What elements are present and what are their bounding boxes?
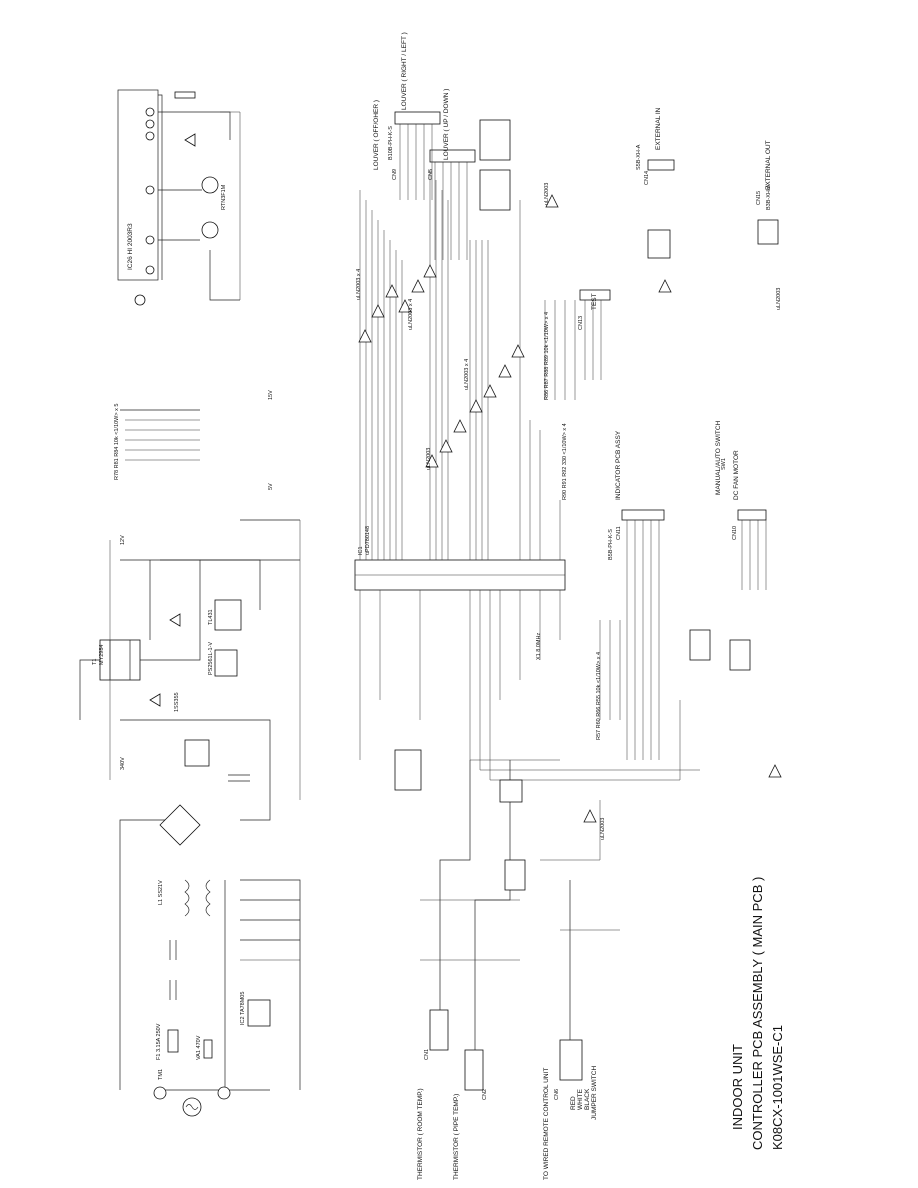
io-connectors xyxy=(579,159,779,760)
terminal-l xyxy=(217,1086,231,1100)
label-rbank3: R86 R87 R88 R89 10k <1/10W> x 4 xyxy=(544,312,550,400)
label-cn6: CN6 xyxy=(554,1089,560,1100)
sensor-inputs xyxy=(394,749,620,1091)
label-rbank4: R90 R91 R92 330 <1/10W> x 4 xyxy=(562,423,568,500)
label-wire-red: RED xyxy=(570,1096,577,1110)
label-cn11: CN11 xyxy=(616,526,622,540)
label-cn-b3b: B3B-XH-A xyxy=(766,184,772,210)
label-rbank1: R78 R81 R84 10k <1/10W> x 5 xyxy=(114,404,120,480)
x-capacitors xyxy=(169,940,177,1000)
switching-ic xyxy=(184,739,210,767)
label-tl431: TL431 xyxy=(208,609,214,625)
label-rtn: RTN3F1M xyxy=(221,184,227,210)
label-x1: X1 8.0MHz xyxy=(536,633,542,660)
label-jumper: JUMPER SWITCH xyxy=(591,1066,598,1120)
mcu-bus-lines xyxy=(359,170,700,781)
label-thermistor-room: THERMISTOR ( ROOM TEMP.) xyxy=(417,1088,424,1180)
ic-ha17903 xyxy=(504,859,526,891)
uln2003-drivers xyxy=(358,194,782,823)
connector-cn2 xyxy=(464,1049,484,1091)
label-manual-auto: MANUAL/AUTO SWITCH xyxy=(715,420,722,495)
eeprom-ic6 xyxy=(394,749,422,791)
label-tm1: TM1 xyxy=(158,1069,164,1080)
label-ps2561: PS2561L-1-V xyxy=(208,642,214,675)
optocoupler-ic17 xyxy=(689,629,711,661)
label-indicator: INDICATOR PCB ASSY xyxy=(615,430,622,500)
ic-5 xyxy=(499,779,523,803)
label-uln-g: uLN2003 xyxy=(600,818,606,840)
label-cn-b5b: B5B-PH-K-S xyxy=(608,529,614,560)
transformer-t1 xyxy=(99,639,141,681)
optocoupler-ic18 xyxy=(729,639,751,671)
label-l1: L1 SS21V xyxy=(158,880,164,905)
label-uln-a: uLN2003 x 4 xyxy=(356,269,362,300)
title-line-2: CONTROLLER PCB ASSEMBLY ( MAIN PCB ) xyxy=(750,876,765,1150)
label-v12: 12V xyxy=(120,535,126,545)
title-block: INDOOR UNIT CONTROLLER PCB ASSEMBLY ( MA… xyxy=(702,877,812,1160)
label-ic1-part: uPD780148 xyxy=(365,526,371,555)
label-cn14: CN14 xyxy=(644,171,650,185)
label-cn2: CN2 xyxy=(482,1089,488,1100)
label-wire-white: WHITE xyxy=(577,1088,584,1110)
label-f1: F1 3.15A 250V xyxy=(156,1023,162,1060)
label-cn5: CN5 xyxy=(428,169,434,180)
resistor-banks xyxy=(120,300,621,720)
optocoupler-ic15 xyxy=(214,649,238,677)
label-cn13: CN13 xyxy=(578,316,584,330)
label-louver-ud: LOUVER ( UP / DOWN ) xyxy=(443,89,450,160)
label-uln-d: uLN2003 xyxy=(426,448,432,470)
mcu-ic1 xyxy=(354,559,566,591)
label-wire-black: BLACK xyxy=(584,1088,591,1110)
label-louver-rl: LOUVER ( RIGHT / LEFT ) xyxy=(401,32,408,110)
label-cn10: CN10 xyxy=(732,526,738,540)
connector-cn1 xyxy=(429,1009,449,1051)
louver-connectors xyxy=(394,111,511,260)
label-cn15: CN15 xyxy=(756,191,762,205)
label-test: TEST xyxy=(591,293,598,310)
label-ic1: IC1 xyxy=(358,546,364,555)
buzzer-driver-block xyxy=(117,89,241,306)
tm2-terminal xyxy=(134,294,146,306)
label-louver-oh: LOUVER ( OFF/OHER ) xyxy=(373,100,380,170)
ic-tl431 xyxy=(214,599,242,631)
label-t1-part: MY2984 xyxy=(99,645,105,666)
label-cn1: CN1 xyxy=(424,1049,430,1060)
label-cn-s5b: S5B-XH-A xyxy=(636,144,642,170)
label-va1: VA1 470V xyxy=(196,1035,202,1060)
power-supply-section xyxy=(79,519,301,1117)
label-cn9: CN9 xyxy=(392,169,398,180)
connector-cn6 xyxy=(559,1039,583,1081)
section-labels: LOUVER ( OFF/OHER ) LOUVER ( RIGHT / LEF… xyxy=(373,32,772,1180)
label-v340: 340V xyxy=(120,757,126,770)
component-labels: IC1 uPD780148 IC26 HI 2003R3 T1 MY2984 L… xyxy=(92,126,782,1100)
label-uln-f: uLN2003 xyxy=(776,288,782,310)
label-v5a: 5V xyxy=(268,483,274,490)
label-rbank2: R57 R60 R66 R55 10k <1/10W> x 4 xyxy=(596,652,602,740)
label-dc-fan: DC FAN MOTOR xyxy=(733,450,740,500)
label-uln-c: uLN2003 x 4 xyxy=(464,359,470,390)
label-sw1: SW1 xyxy=(721,458,727,470)
label-ic26: IC26 HI 2003R3 xyxy=(127,223,134,270)
label-1ss355: 1SS355 xyxy=(174,692,180,712)
label-wired-remote: TO WIRED REMOTE CONTROL UNIT xyxy=(543,1068,550,1180)
label-v15: 15V xyxy=(268,390,274,400)
label-uln-e: uLN2003 xyxy=(544,183,550,205)
label-ext-in: EXTERNAL IN xyxy=(655,107,662,150)
optocoupler-ic25 xyxy=(647,229,671,259)
fuse-f1 xyxy=(167,1029,179,1053)
bridge-rectifier xyxy=(159,804,201,846)
label-t1: T1 xyxy=(92,659,98,665)
regulator-ic2 xyxy=(247,999,271,1027)
label-uln-b: uLN2003 x 4 xyxy=(408,299,414,330)
title-line-1: INDOOR UNIT xyxy=(730,1044,745,1130)
label-ic2: IC2 TA78M05 xyxy=(240,992,246,1025)
label-cn-b10b: B10B-PH-K-S xyxy=(388,126,394,160)
transistor-q10 xyxy=(201,221,219,239)
title-line-3: K08CX-1001WSE-C1 xyxy=(770,1025,785,1150)
label-thermistor-pipe: THERMISTOR ( PIPE TEMP.) xyxy=(453,1094,460,1180)
label-ext-out: EXTERNAL OUT xyxy=(765,140,772,190)
transistor-q11 xyxy=(201,176,219,194)
terminal-n xyxy=(153,1086,167,1100)
